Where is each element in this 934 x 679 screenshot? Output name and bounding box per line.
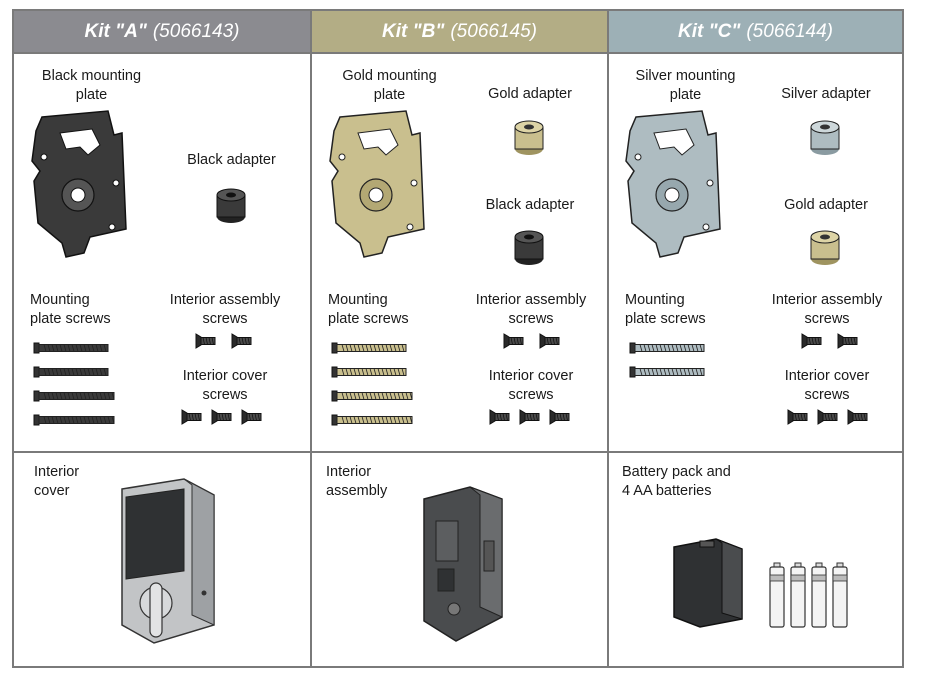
aa-battery [811,562,827,628]
kit-b-plate-label: Gold mounting plate [342,68,437,103]
cover-screw [847,409,868,425]
interior-cover-illustration [121,478,215,644]
battery-pack-illustration [673,538,743,628]
kit-b-cover-screws [489,409,570,425]
kit-c-number: (5066144) [746,20,833,42]
mount-screw [33,342,109,354]
kit-c-gold-adapter [810,230,840,265]
aa-battery [769,562,785,628]
cover-screw [519,409,540,425]
cover-screw [489,409,510,425]
kit-a-plate-label: Black mounting plate [41,68,142,103]
kit-c-mount-screws [629,342,705,378]
kit-b-gold-adapter [514,120,544,155]
kit-b-mount-screws-label: Mounting plate screws [328,292,409,327]
kit-c-adapter-label-2: Gold adapter [784,197,868,213]
kit-a-cover-screws-label: Interior cover screws [182,368,268,403]
kit-c-cover-screws [787,409,868,425]
mount-screw [331,342,407,354]
kit-b-mount-screws [331,342,413,426]
interior-assembly-label: Interior assembly [326,464,388,499]
kit-a-mount-screws [33,342,115,426]
interior-assembly-illustration [423,486,503,642]
mount-screw [331,366,407,378]
kit-b-mounting-plate [329,110,425,258]
interior-screw [539,333,560,349]
kit-a-interior-screws [195,333,252,349]
mount-screw [331,414,413,426]
mount-screw [33,414,115,426]
battery-pack-label: Battery pack and 4 AA batteries [622,464,731,499]
column-divider [607,11,609,666]
kit-b-adapter-label-1: Gold adapter [488,86,572,102]
kit-a-adapter-label: Black adapter [187,152,276,168]
interior-screw [801,333,822,349]
kit-b-name: Kit "B" [382,20,445,42]
cover-screw [211,409,232,425]
kit-a-header: Kit "A" (5066143) [14,11,310,52]
mount-screw [629,342,705,354]
aa-battery [790,562,806,628]
mount-screw [629,366,705,378]
cover-screw [787,409,808,425]
aa-batteries-illustration [769,562,848,628]
kit-b-header: Kit "B" (5066145) [312,11,607,52]
mount-screw [33,390,115,402]
kit-c-mount-screws-label: Mounting plate screws [625,292,706,327]
kit-b-cover-screws-label: Interior cover screws [488,368,574,403]
kit-b-interior-screws [503,333,560,349]
kit-b-adapter-label-2: Black adapter [485,197,575,213]
kit-c-name: Kit "C" [678,20,741,42]
row-divider [14,451,902,453]
kit-c-interior-screws [801,333,858,349]
header-divider [14,52,902,54]
aa-battery [832,562,848,628]
mount-screw [33,366,109,378]
kit-b-black-adapter [514,230,544,265]
kit-a-black-adapter [216,188,246,223]
kit-c-silver-adapter [810,120,840,155]
kit-c-interior-screws-label: Interior assembly screws [771,292,883,327]
kit-a-interior-screws-label: Interior assembly screws [169,292,281,327]
kit-c-header: Kit "C" (5066144) [609,11,902,52]
kit-b-number: (5066145) [450,20,537,42]
kit-a-cover-screws [181,409,262,425]
interior-screw [837,333,858,349]
kit-a-mount-screws-label: Mounting plate screws [30,292,111,327]
interior-screw [503,333,524,349]
cover-screw [549,409,570,425]
kit-c-mounting-plate [625,110,721,258]
kit-a-number: (5066143) [152,20,240,42]
interior-screw [231,333,252,349]
kit-c-cover-screws-label: Interior cover screws [784,368,870,403]
kit-a-mounting-plate [31,110,127,258]
kit-b-interior-screws-label: Interior assembly screws [475,292,587,327]
column-divider [310,11,312,666]
cover-screw [241,409,262,425]
kit-c-adapter-label-1: Silver adapter [781,86,871,102]
cover-screw [817,409,838,425]
cover-screw [181,409,202,425]
interior-cover-label: Interior cover [34,464,80,499]
interior-screw [195,333,216,349]
kit-c-plate-label: Silver mounting plate [635,68,736,103]
parts-table: Kit "A" (5066143) Kit "B" (5066145) Kit … [12,9,904,668]
mount-screw [331,390,413,402]
kit-a-name: Kit "A" [84,20,147,42]
